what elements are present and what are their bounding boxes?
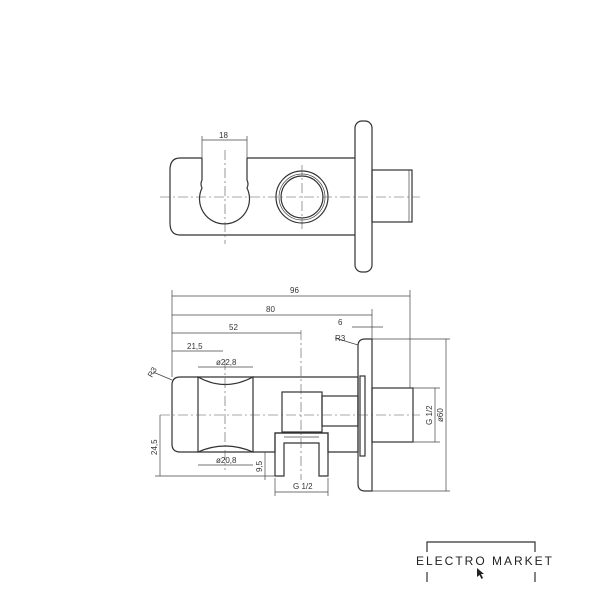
- dim-flange-dia: ø60: [436, 408, 445, 422]
- electro-market-logo: ELECTRO MARKET: [416, 541, 554, 582]
- logo-text: ELECTRO MARKET: [416, 554, 554, 568]
- dim-to-outlet: 52: [229, 323, 238, 332]
- section-view: 96 80 52 6 21,5 ø22,8 ø20,8 24,5 9,5 G 1…: [146, 286, 450, 496]
- cursor-icon: [477, 568, 484, 579]
- dim-label: 18: [219, 131, 228, 140]
- dim-radius-left: R3: [146, 365, 159, 379]
- dim-holder-top: ø22,8: [216, 358, 237, 367]
- dim-flange: 6: [338, 318, 343, 327]
- top-view: 18: [160, 120, 420, 273]
- dim-radius-flange: R3: [335, 334, 346, 343]
- dim-holder-pos: 21,5: [187, 342, 203, 351]
- dim-outlet-depth: 9,5: [255, 460, 264, 472]
- dim-outlet-thread: G 1/2: [293, 482, 313, 491]
- dim-holder-bottom: ø20,8: [216, 456, 237, 465]
- dim-slot-width: 18: [201, 131, 248, 158]
- dim-to-flange: 80: [266, 305, 275, 314]
- dim-inlet-thread: G 1/2: [425, 405, 434, 425]
- dim-total: 96: [290, 286, 299, 295]
- dim-height: 24,5: [150, 439, 159, 455]
